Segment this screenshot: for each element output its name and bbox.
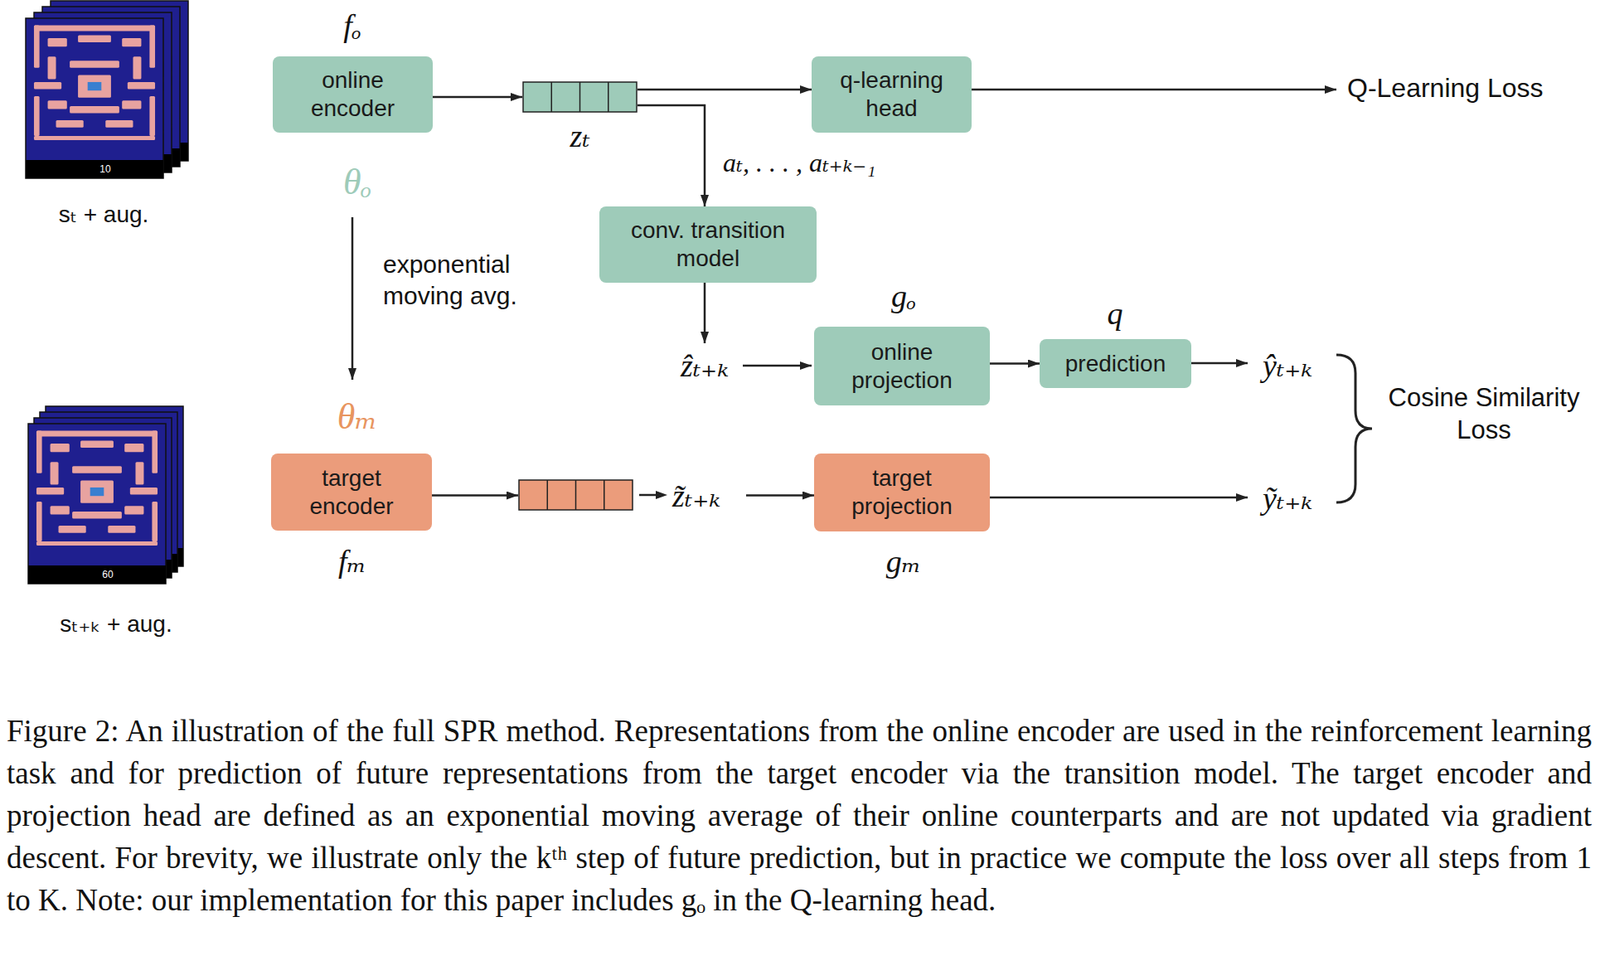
math-symbol: ŷₜ₊ₖ [1262,347,1313,384]
box-label: target encoder [279,464,424,520]
process-box: target encoder [271,453,432,531]
math-symbol: q [1107,295,1124,332]
game-frames [25,0,189,584]
text-label: exponential moving avg. [383,248,562,311]
math-symbol: θₘ [337,394,379,438]
process-box: target projection [814,453,990,532]
math-symbol: fₘ [338,543,367,580]
box-label: online projection [822,338,982,394]
flow-connector [431,494,519,497]
flow-arrow [989,496,1248,500]
process-box: q-learning head [811,56,972,133]
vector-cells [522,81,638,113]
curly-brace [1336,354,1373,503]
flow-connector [637,88,812,92]
math-symbol: fₒ [343,7,361,44]
text-label: 10 [99,163,111,175]
process-box: conv. transition model [599,206,817,283]
vector-label: z̃ₜ₊ₖ [672,477,721,514]
text-label: Q-Learning Loss [1347,72,1544,104]
loss-arrow [971,88,1337,92]
process-box: prediction [1039,339,1192,388]
text-label: Cosine Similarity Loss [1380,382,1588,447]
game-frame [28,423,166,584]
flow-connector [989,362,1040,365]
text-label: 60 [101,568,113,581]
box-label: q-learning head [819,66,964,122]
flow-connector [432,96,523,99]
box-label: online encoder [281,66,425,122]
ema-arrow [351,217,354,380]
box-label: target projection [822,464,982,520]
flow-arrow [1191,362,1248,365]
math-symbol: gₒ [891,277,917,315]
vector-label: zₜ [569,117,590,155]
game-frame [25,18,164,179]
math-symbol: ẑₜ₊ₖ [680,347,729,384]
process-box: online encoder [272,56,433,133]
text-label: sₜ₊ₖ + aug. [59,610,172,638]
math-symbol: ỹₜ₊ₖ [1262,480,1313,517]
process-box: online projection [814,326,990,406]
edge-label: aₜ, . . . , aₜ₊ₖ₋₁ [722,146,876,179]
vector-node: z̃ₜ₊ₖ [518,472,747,519]
flow-connector [746,494,815,497]
text-label: sₜ + aug. [58,200,150,228]
figure-caption: Figure 2: An illustration of the full SP… [6,709,1592,922]
box-label: prediction [1065,349,1166,379]
math-symbol: θₒ [343,160,372,204]
box-label: conv. transition model [607,216,809,272]
flow-arrow [703,282,707,344]
flow-connector [637,105,705,207]
vector-node: zₜ [522,81,638,113]
math-symbol: gₘ [886,543,922,580]
flow-arrow [742,364,812,368]
